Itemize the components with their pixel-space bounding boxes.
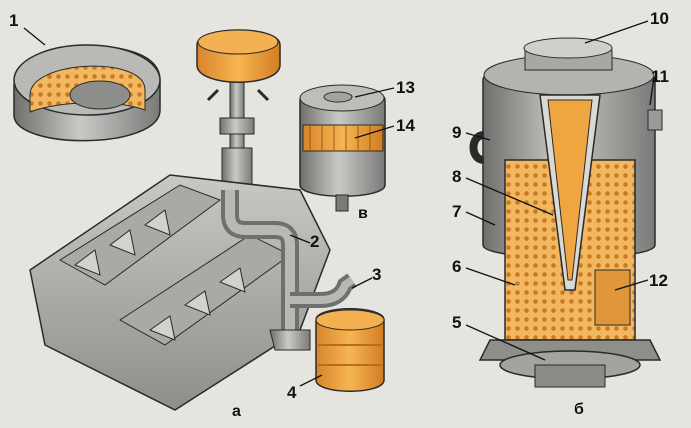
callout-9: 9 [452, 123, 462, 142]
callout-5: 5 [452, 313, 462, 332]
callout-7: 7 [452, 202, 462, 221]
subfigure-label-v: в [358, 205, 368, 222]
callout-4: 4 [287, 383, 297, 402]
lower-filter-housing [315, 308, 385, 392]
callout-8: 8 [452, 167, 462, 186]
air-duct-pipes [221, 190, 357, 351]
callout-10: 10 [650, 9, 669, 28]
breather-filter-cap [196, 29, 281, 189]
cover-with-mesh-part [13, 44, 161, 142]
callout-6: 6 [452, 257, 462, 276]
callout-14: 14 [396, 116, 415, 135]
large-air-filter-cutaway [469, 37, 663, 388]
callout-11: 11 [651, 67, 669, 86]
small-canister-filter [299, 84, 386, 212]
callout-12: 12 [649, 271, 668, 290]
callout-2: 2 [310, 232, 320, 251]
subfigure-label-a: а [232, 403, 241, 420]
subfigure-label-b: б [574, 401, 584, 418]
leader-lines [23, 20, 655, 387]
callout-3: 3 [372, 265, 382, 284]
callout-1: 1 [9, 11, 19, 30]
callout-13: 13 [396, 78, 415, 97]
